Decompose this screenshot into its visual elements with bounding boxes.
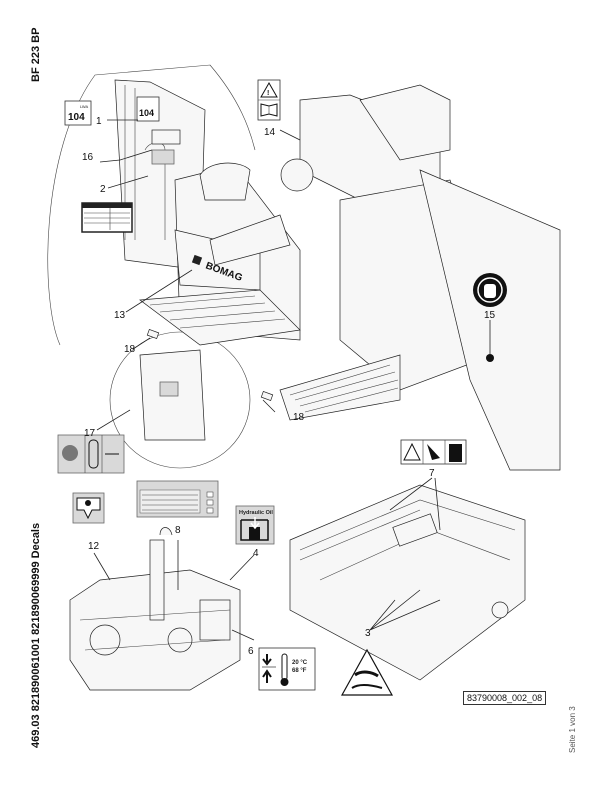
svg-text:104: 104	[139, 108, 154, 118]
lower-detail-part	[139, 349, 206, 441]
coolant-temperature-decal: 20 °C 68 °F	[258, 647, 316, 691]
svg-text:104: 104	[68, 112, 85, 123]
screed-frame	[289, 484, 526, 681]
tank-level-decal	[57, 434, 125, 474]
type-plate-mounted	[151, 149, 175, 165]
engine-assembly	[69, 527, 241, 691]
type-plate-standalone	[81, 202, 133, 233]
svg-text:Hydraulic Oil: Hydraulic Oil	[239, 510, 273, 516]
engine-oil-drain-decal	[72, 492, 105, 524]
crush-hazard-warning-decal	[400, 439, 467, 465]
hearing-protection-decal	[473, 273, 507, 362]
callout-14: 14	[264, 127, 276, 138]
noise-level-decal-standalone: 104 LWA	[64, 100, 92, 126]
callout-3: 3	[365, 628, 371, 639]
callout-1: 1	[96, 116, 102, 127]
callout-7: 7	[429, 468, 435, 479]
callout-17: 17	[84, 428, 96, 439]
fuel-specification-decal	[136, 480, 219, 518]
hot-surface-warning-decal	[340, 648, 394, 696]
reflector-right	[260, 391, 274, 401]
svg-text:LWA: LWA	[80, 104, 89, 109]
callout-2: 2	[100, 184, 106, 195]
callout-4: 4	[253, 548, 259, 559]
noise-level-decal-mounted: 104	[136, 96, 160, 122]
callout-12: 12	[88, 541, 100, 552]
svg-text:!: !	[267, 90, 269, 97]
callout-16: 16	[82, 152, 94, 163]
callout-13: 13	[114, 310, 126, 321]
svg-text:20 °C: 20 °C	[292, 660, 308, 666]
callout-8: 8	[175, 525, 181, 536]
svg-text:68 °F: 68 °F	[292, 668, 307, 674]
read-manual-warning-decal: !	[257, 79, 281, 121]
drawing-id: 83790008_002_08	[463, 691, 547, 705]
reflector-left	[146, 329, 160, 339]
callout-15: 15	[484, 310, 496, 321]
callout-6: 6	[248, 646, 254, 657]
detail-circle-lower	[109, 331, 251, 469]
callout-18-left: 18	[124, 344, 136, 355]
hydraulic-oil-decal: Hydraulic Oil	[235, 505, 275, 545]
callout-18-right: 18	[293, 412, 305, 423]
